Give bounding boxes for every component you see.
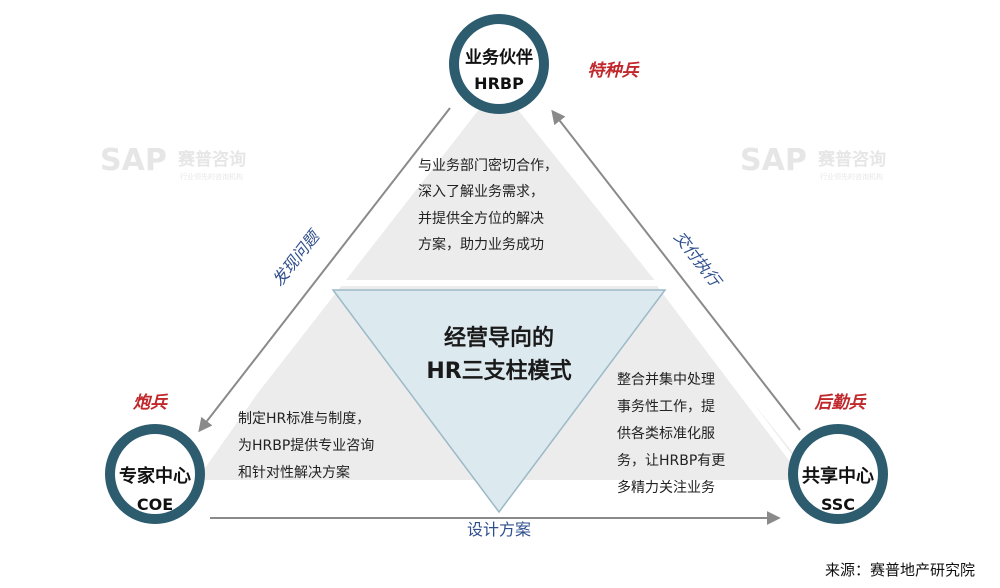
source-note: 来源：赛普地产研究院 [825,561,975,579]
coe-desc-line: 制定HR标准与制度， [238,411,370,427]
ssc-tag: 后勤兵 [814,393,868,413]
separator-right [657,283,803,472]
node-coe: 专家中心 COE [105,424,205,524]
node-ssc: 共享中心 SSC [788,424,888,524]
hrbp-tag: 特种兵 [588,61,641,81]
coe-desc-line: 为HRBP提供专业咨询 [238,438,374,454]
hrbp-subtitle: HRBP [474,74,524,93]
center-title-line1: 经营导向的 [444,325,554,351]
watermark-tagline: 行业领先的咨询机构 [180,172,243,181]
watermark-brand: SAP [100,143,167,178]
hrbp-desc-line: 方案，助力业务成功 [418,236,544,253]
coe-tag: 炮兵 [132,393,169,413]
watermark-tagline: 行业领先的咨询机构 [820,172,883,181]
separator-left [197,283,333,472]
coe-title: 专家中心 [119,465,191,487]
hrbp-description: 与业务部门密切合作， 深入了解业务需求， 并提供全方位的解决 方案，助力业务成功 [418,157,558,253]
coe-ring [105,424,205,524]
ssc-desc-line: 务，让HRBP有更 [617,453,725,469]
ssc-ring [788,424,888,524]
ssc-title: 共享中心 [802,465,874,487]
watermark-name: 赛普咨询 [177,149,246,170]
ssc-desc-line: 事务性工作，提 [617,399,715,415]
node-hrbp: 业务伙伴 HRBP [449,14,549,114]
center-triangle [331,289,667,514]
watermark-name: 赛普咨询 [817,149,886,170]
ssc-subtitle: SSC [821,495,855,514]
edge-label-ssc-to-hrbp: 交付执行 [670,228,726,292]
ssc-desc-line: 多精力关注业务 [617,479,715,496]
ssc-description: 整合并集中处理 事务性工作，提 供各类标准化服 务，让HRBP有更 多精力关注业… [617,371,725,496]
edge-label-coe-to-ssc: 设计方案 [467,520,531,539]
hrbp-title: 业务伙伴 [465,47,533,68]
watermark-left: SAP 赛普咨询 行业领先的咨询机构 [100,143,246,181]
coe-description: 制定HR标准与制度， 为HRBP提供专业咨询 和针对性解决方案 [238,411,374,481]
watermark-brand: SAP [740,143,807,178]
hrbp-ring [449,14,549,114]
hrbp-desc-line: 深入了解业务需求， [418,184,544,200]
coe-desc-line: 和针对性解决方案 [238,464,350,481]
arrow-hrbp-to-coe [198,107,451,433]
coe-subtitle: COE [137,495,173,514]
center-title-line2: HR三支柱模式 [426,359,571,384]
arrow-ssc-to-hrbp [551,109,801,431]
hrbp-desc-line: 并提供全方位的解决 [418,210,544,227]
ssc-desc-line: 供各类标准化服 [617,426,715,442]
hrbp-desc-line: 与业务部门密切合作， [418,157,558,174]
ssc-desc-line: 整合并集中处理 [617,371,715,388]
watermark-right: SAP 赛普咨询 行业领先的咨询机构 [740,143,886,181]
